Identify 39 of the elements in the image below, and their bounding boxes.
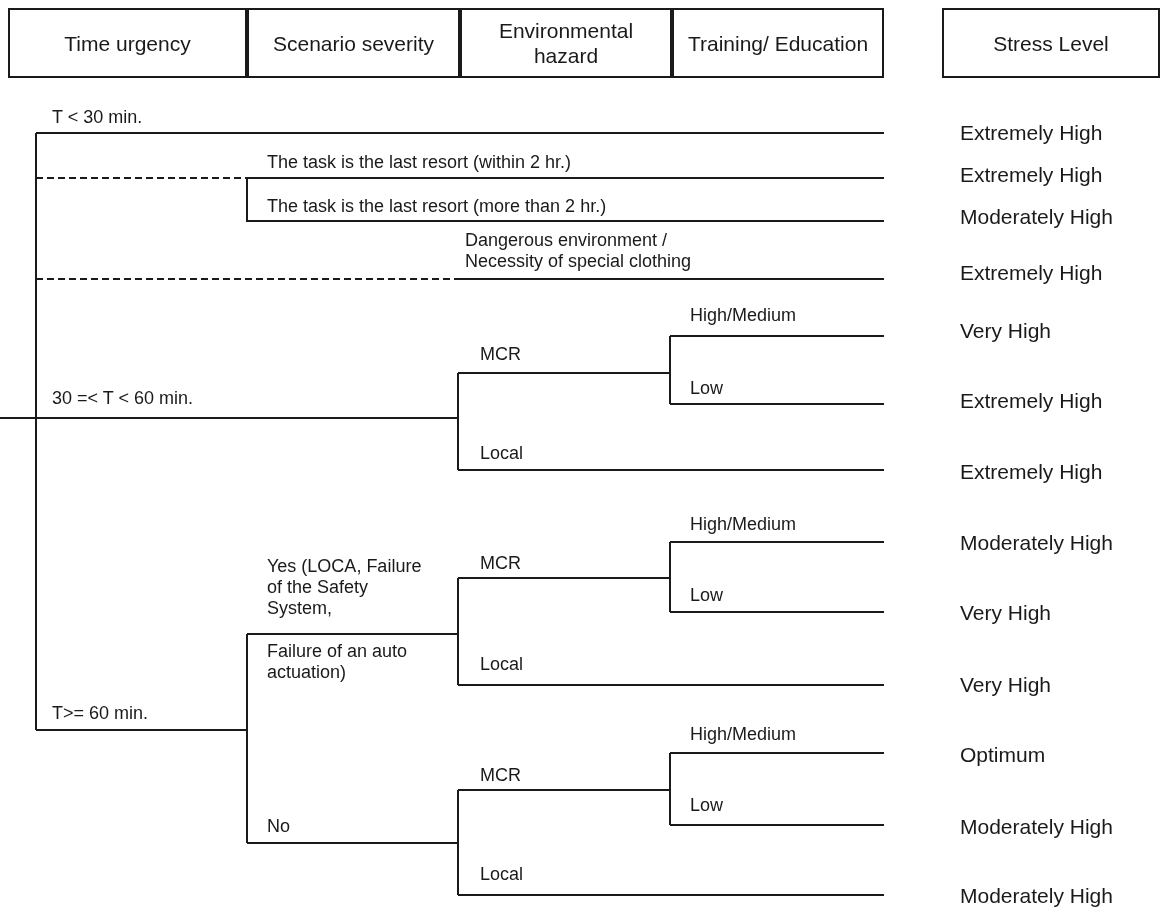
- stress-level-label: Extremely High: [960, 260, 1103, 286]
- stress-level-label: Moderately High: [960, 883, 1113, 909]
- stress-level-label: Moderately High: [960, 530, 1113, 556]
- branch-label: High/Medium: [690, 724, 797, 745]
- stress-level-label: Very High: [960, 318, 1052, 344]
- branch-label: Low: [690, 585, 724, 606]
- branch-label: The task is the last resort (more than 2 hr.): [267, 196, 607, 217]
- branch-label: High/Medium: [690, 305, 797, 326]
- branch-label: Local: [480, 864, 524, 885]
- stress-level-label: Moderately High: [960, 204, 1113, 230]
- stress-level-label: Very High: [960, 672, 1052, 698]
- column-header-box: Environmental hazard: [460, 8, 672, 78]
- column-header-box: Stress Level: [942, 8, 1160, 78]
- branch-label: MCR: [480, 765, 521, 786]
- branch-label: T < 30 min.: [52, 107, 143, 128]
- branch-label: MCR: [480, 344, 521, 365]
- branch-label: High/Medium: [690, 514, 797, 535]
- branch-label: No: [267, 816, 290, 837]
- branch-label: MCR: [480, 553, 521, 574]
- branch-label: The task is the last resort (within 2 hr.): [267, 152, 572, 173]
- stress-level-label: Moderately High: [960, 814, 1113, 840]
- stress-level-label: Very High: [960, 600, 1052, 626]
- branch-label: Failure of an auto actuation): [267, 641, 409, 683]
- stress-level-label: Optimum: [960, 742, 1046, 768]
- branch-label: Dangerous environment / Necessity of special clothing: [465, 230, 693, 272]
- column-header-box: Training/ Education: [672, 8, 884, 78]
- branch-label: Local: [480, 654, 524, 675]
- column-header-box: Scenario severity: [247, 8, 460, 78]
- branch-label: T>= 60 min.: [52, 703, 149, 724]
- branch-label: Local: [480, 443, 524, 464]
- branch-label: Low: [690, 795, 724, 816]
- branch-label: Yes (LOCA, Failure of the Safety System,: [267, 556, 423, 619]
- stress-level-label: Extremely High: [960, 459, 1103, 485]
- stress-level-label: Extremely High: [960, 388, 1103, 414]
- branch-label: Low: [690, 378, 724, 399]
- column-header-box: Time urgency: [8, 8, 247, 78]
- branch-label: 30 =< T < 60 min.: [52, 388, 193, 409]
- stress-level-label: Extremely High: [960, 120, 1103, 146]
- stress-level-label: Extremely High: [960, 162, 1103, 188]
